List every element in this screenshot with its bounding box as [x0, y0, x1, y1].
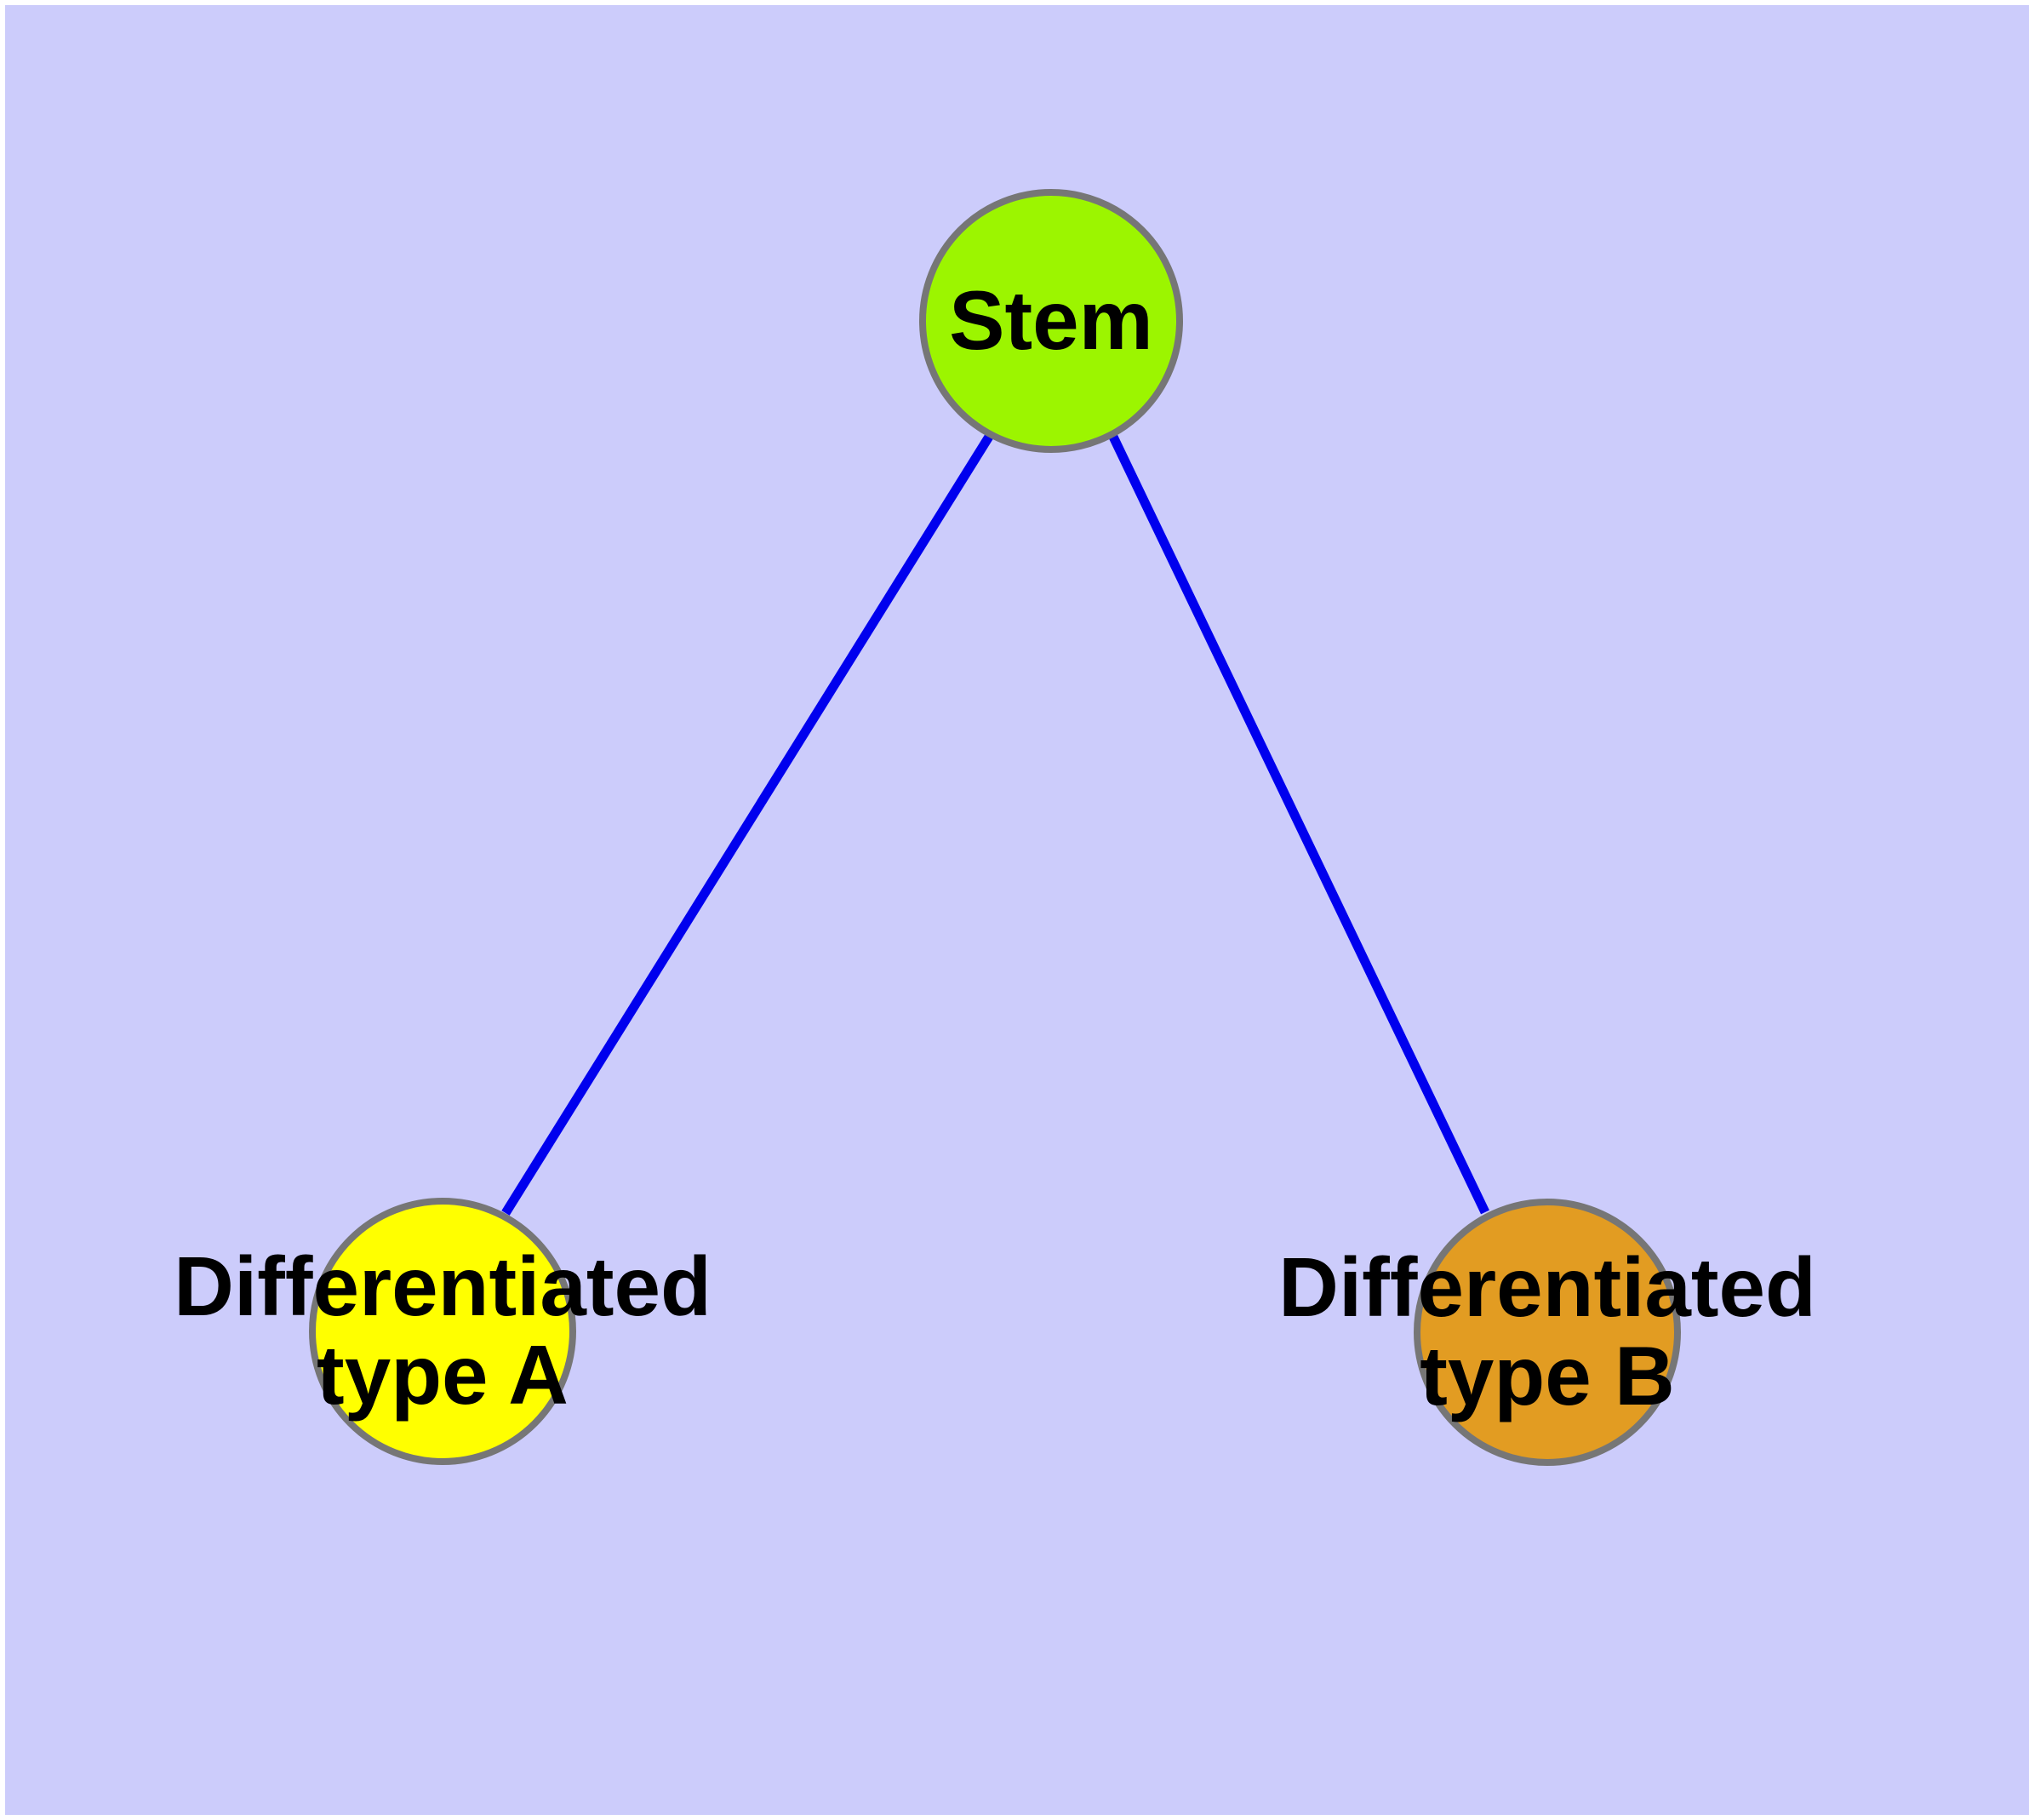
node-differentiated-type-a[interactable]: [309, 1198, 576, 1465]
nodes-layer: [309, 189, 1681, 1466]
node-stem[interactable]: [919, 189, 1183, 453]
edge-stem-to-differentiated-type-b: [1109, 434, 1489, 1215]
edges-layer: [501, 434, 1489, 1216]
node-differentiated-type-b[interactable]: [1414, 1199, 1681, 1466]
edge-stem-to-differentiated-type-a: [501, 434, 993, 1216]
